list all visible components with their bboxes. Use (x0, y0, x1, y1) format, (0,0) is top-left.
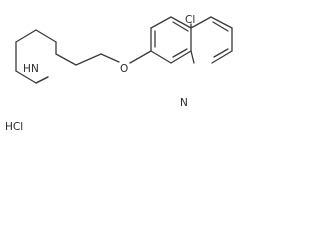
atom-label-ether-oxygen: O (120, 63, 128, 75)
quinoline-benzo-ring (150, 16, 192, 64)
atom-label-piperidine-hydrogen: H (23, 63, 31, 75)
ethyl-linker (35, 50, 152, 84)
atom-label-chlorine: Cl (185, 14, 195, 26)
chemical-structure-diagram: Cl O N N H HCl (5, 14, 233, 133)
atom-label-piperidine-nitrogen: N (31, 63, 39, 75)
piperidine-ring (15, 29, 57, 84)
salt-label: HCl (5, 121, 23, 133)
quinoline-pyridine-ring (190, 16, 233, 64)
atom-label-quinoline-nitrogen: N (180, 97, 188, 109)
